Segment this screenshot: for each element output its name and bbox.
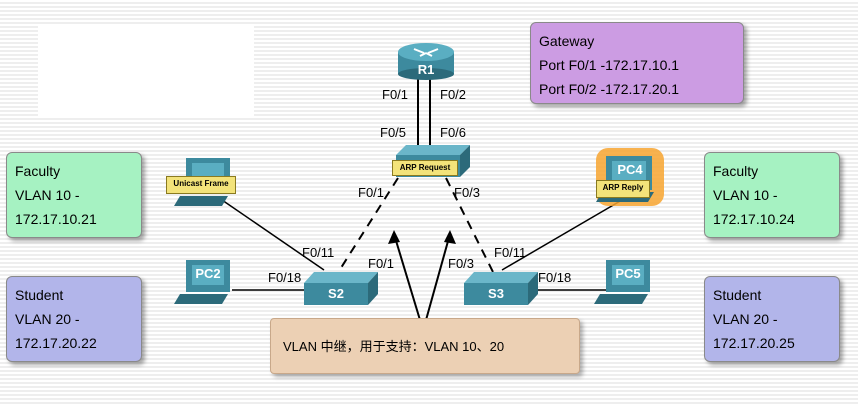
right-faculty-vlan: VLAN 10 - — [713, 187, 778, 203]
left-student-ip: 172.17.20.22 — [15, 335, 97, 351]
right-faculty-box: Faculty VLAN 10 - 172.17.10.24 — [704, 152, 840, 238]
unicast-frame-envelope: Unicast Frame — [166, 176, 236, 194]
trunk-s1-s3 — [445, 177, 499, 283]
switch-s3-icon — [464, 272, 538, 305]
link-pc4-s3 — [501, 199, 623, 271]
left-student-title: Student — [15, 287, 64, 303]
left-faculty-ip: 172.17.10.21 — [15, 211, 97, 227]
left-faculty-box: Faculty VLAN 10 - 172.17.10.21 — [6, 152, 142, 238]
gateway-title: Gateway — [539, 33, 595, 49]
right-student-title: Student — [713, 287, 762, 303]
s3-port-f011: F0/11 — [494, 245, 527, 260]
gateway-port1: Port F0/1 -172.17.10.1 — [539, 57, 680, 73]
switch-s2-icon — [304, 272, 378, 305]
s3-port-f03: F0/3 — [448, 256, 475, 271]
pc2-icon — [174, 260, 230, 304]
right-student-box: Student VLAN 20 - 172.17.20.25 — [704, 276, 840, 362]
left-faculty-vlan: VLAN 10 - — [15, 187, 80, 203]
right-student-ip: 172.17.20.25 — [713, 335, 795, 351]
pc4-label: PC4 — [617, 162, 643, 177]
arp-request-envelope: ARP Request — [392, 160, 458, 176]
left-faculty-title: Faculty — [15, 163, 61, 179]
trunk-s1-s2 — [331, 177, 399, 283]
arrow-left — [393, 233, 421, 321]
s2-port-f01: F0/1 — [368, 256, 395, 271]
link-pc1-s2 — [221, 199, 325, 271]
left-student-vlan: VLAN 20 - — [15, 311, 80, 327]
s1-port-f03: F0/3 — [454, 185, 481, 200]
router-label: R1 — [417, 62, 435, 77]
pc5-icon — [594, 260, 650, 304]
trunk-note: VLAN 中继，用于支持：VLAN 10、20 — [270, 318, 580, 374]
gateway-port2: Port F0/2 -172.17.20.1 — [539, 81, 680, 97]
switch-s3-label: S3 — [488, 286, 504, 301]
switch-s2-label: S2 — [328, 286, 344, 301]
pc2-label: PC2 — [195, 266, 221, 281]
right-student-vlan: VLAN 20 - — [713, 311, 778, 327]
s1-port-f06: F0/6 — [440, 125, 467, 140]
r1-port-f02: F0/2 — [440, 87, 467, 102]
s3-port-f018: F0/18 — [538, 270, 572, 285]
gateway-box: Gateway Port F0/1 -172.17.10.1 Port F0/2… — [530, 22, 744, 104]
right-faculty-ip: 172.17.10.24 — [713, 211, 795, 227]
blank-panel — [38, 26, 254, 118]
s2-port-f018: F0/18 — [268, 270, 302, 285]
pc5-label: PC5 — [615, 266, 641, 281]
router-icon — [398, 43, 454, 80]
s1-port-f05: F0/5 — [380, 125, 407, 140]
right-faculty-title: Faculty — [713, 163, 759, 179]
arrow-right — [425, 233, 451, 321]
s2-port-f011: F0/11 — [302, 245, 335, 260]
arp-reply-envelope: ARP Reply — [596, 180, 650, 198]
left-student-box: Student VLAN 20 - 172.17.20.22 — [6, 276, 142, 362]
r1-port-f01: F0/1 — [382, 87, 409, 102]
s1-port-f01: F0/1 — [358, 185, 385, 200]
